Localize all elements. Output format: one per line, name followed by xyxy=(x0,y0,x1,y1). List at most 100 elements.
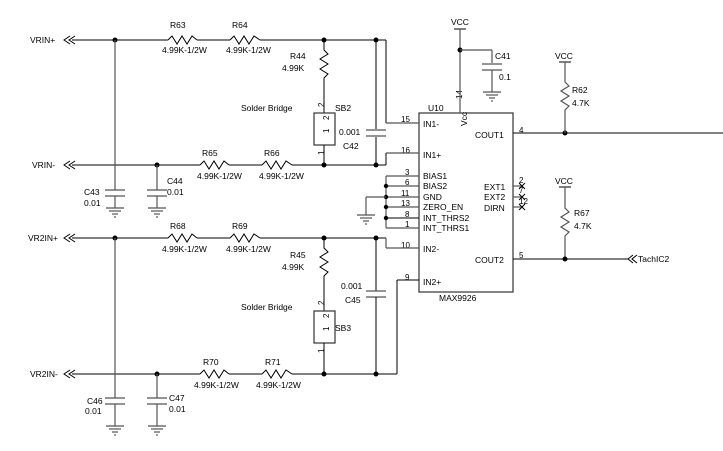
ic-ref-label: U10 xyxy=(428,103,444,113)
ref-label: R71 xyxy=(265,357,281,367)
port-arrow-icon xyxy=(627,254,638,264)
resistor-r71: R71 4.99K-1/2W xyxy=(256,357,301,390)
port-label: TachIC2 xyxy=(638,254,669,264)
ic-body xyxy=(418,112,514,293)
pin-number: 2 xyxy=(322,115,331,120)
value-label: 4.99K xyxy=(282,63,305,73)
ref-label: R65 xyxy=(202,148,218,158)
pin-number: 6 xyxy=(405,178,410,187)
pin-number: 2 xyxy=(322,313,331,318)
value-label: 4.99K-1/2W xyxy=(226,45,271,55)
pin-name: DIRN xyxy=(484,203,505,213)
pin-number: 9 xyxy=(405,273,410,282)
value-label: 0.01 xyxy=(85,406,102,416)
value-label: 0.001 xyxy=(341,281,363,291)
solder-bridge-label: Solder Bridge xyxy=(241,302,293,312)
pin-name: IN2- xyxy=(423,244,439,254)
pin-name: COUT2 xyxy=(475,255,504,265)
resistor-r69: R69 4.99K-1/2W xyxy=(226,221,271,254)
resistor-icon xyxy=(167,35,198,45)
value-label: 4.7K xyxy=(572,98,590,108)
pin-name: BIAS1 xyxy=(423,171,447,181)
port-tachic2: TachIC2 xyxy=(627,254,669,264)
pin-number: 8 xyxy=(405,210,410,219)
pin-number: 2 xyxy=(317,300,326,305)
solder-bridge-sb3: 2 2 1 1 SB3 Solder Bridge xyxy=(241,300,351,353)
resistor-r64: R64 4.99K-1/2W xyxy=(226,20,271,55)
ref-label: C41 xyxy=(495,51,511,61)
pin-number: 4 xyxy=(519,126,524,135)
pin-number: 2 xyxy=(519,176,524,185)
resistor-r62: R62 4.7K xyxy=(559,62,590,133)
pin-name: INT_THRS1 xyxy=(423,223,470,233)
ground-icon xyxy=(482,91,502,102)
capacitor-c41: C41 0.1 xyxy=(482,51,511,82)
value-label: 4.99K-1/2W xyxy=(197,171,242,181)
resistor-icon xyxy=(167,233,198,243)
ref-label: R62 xyxy=(572,85,588,95)
value-label: 4.99K-1/2W xyxy=(226,244,271,254)
resistor-icon xyxy=(261,369,293,379)
resistor-r44: R44 4.99K xyxy=(282,40,329,92)
port-arrow-icon xyxy=(63,369,76,379)
pin-number: 1 xyxy=(322,326,331,331)
ref-label: R68 xyxy=(170,221,186,231)
ref-label: R67 xyxy=(574,208,590,218)
vcc-label: VCC xyxy=(451,17,469,27)
solder-bridge-sb2: 2 2 1 1 SB2 Solder Bridge xyxy=(241,102,351,155)
value-label: 0.01 xyxy=(169,404,186,414)
resistor-r45: R45 4.99K xyxy=(282,238,329,290)
ground-icon xyxy=(147,207,167,218)
resistor-r68: R68 4.99K-1/2W xyxy=(162,221,207,254)
ref-label: R44 xyxy=(290,51,306,61)
pin-name: IN1+ xyxy=(423,150,441,160)
resistor-r67: R67 4.7K xyxy=(559,187,592,259)
port-arrow-icon xyxy=(63,35,76,45)
vcc-ic: VCC xyxy=(451,17,469,30)
resistor-icon xyxy=(261,160,293,170)
resistor-icon xyxy=(199,160,230,170)
port-vr2in-minus: VR2IN- xyxy=(30,369,76,379)
vcc-r67: VCC xyxy=(555,176,573,188)
capacitor-c46: C46 0.01 xyxy=(85,396,125,416)
port-arrow-icon xyxy=(63,233,76,243)
ref-label: SB3 xyxy=(335,323,351,333)
capacitor-c44: C44 0.01 xyxy=(147,176,184,197)
ic-right-pins: COUT1 4 EXT1 2 EXT2 7 DIRN 12 COUT2 5 xyxy=(475,126,528,265)
pin-name: BIAS2 xyxy=(423,181,447,191)
ground-icon xyxy=(105,207,125,218)
no-connect-icons xyxy=(518,182,526,211)
port-label: VR2IN+ xyxy=(28,233,58,243)
resistor-icon xyxy=(319,238,329,290)
pin-number: 5 xyxy=(519,251,524,260)
solder-bridge-label: Solder Bridge xyxy=(241,103,293,113)
pin-name: IN1- xyxy=(423,119,439,129)
ref-label: SB2 xyxy=(335,103,351,113)
ref-label: R45 xyxy=(290,250,306,260)
resistor-r63: R63 4.99K-1/2W xyxy=(162,20,207,55)
capacitor-c47: C47 0.01 xyxy=(147,393,186,414)
port-vrin-plus: VRIN+ xyxy=(30,35,76,45)
vcc-r62: VCC xyxy=(555,51,573,63)
no-connect-icon xyxy=(518,193,526,201)
vcc-label: VCC xyxy=(555,51,573,61)
port-label: VRIN- xyxy=(32,160,55,170)
pin-number: 12 xyxy=(519,197,528,206)
value-label: 4.99K-1/2W xyxy=(256,380,301,390)
ground-icon xyxy=(105,425,125,436)
ic-left-pins: IN1- 15 IN1+ 16 BIAS1 3 BIAS2 6 GND 11 Z… xyxy=(401,115,470,287)
ic-part-label: MAX9926 xyxy=(439,293,477,303)
resistor-icon xyxy=(229,233,261,243)
resistor-icon xyxy=(199,369,230,379)
port-arrow-icon xyxy=(63,160,76,170)
value-label: 0.1 xyxy=(499,72,511,82)
port-label: VRIN+ xyxy=(30,35,55,45)
resistor-r70: R70 4.99K-1/2W xyxy=(194,357,239,390)
pin-name: IN2+ xyxy=(423,277,441,287)
value-label: 4.99K-1/2W xyxy=(162,45,207,55)
value-label: 0.01 xyxy=(167,187,184,197)
port-label: VR2IN- xyxy=(30,369,58,379)
resistor-icon xyxy=(559,62,571,133)
value-label: 4.7K xyxy=(574,221,592,231)
resistor-r65: R65 4.99K-1/2W xyxy=(197,148,242,181)
